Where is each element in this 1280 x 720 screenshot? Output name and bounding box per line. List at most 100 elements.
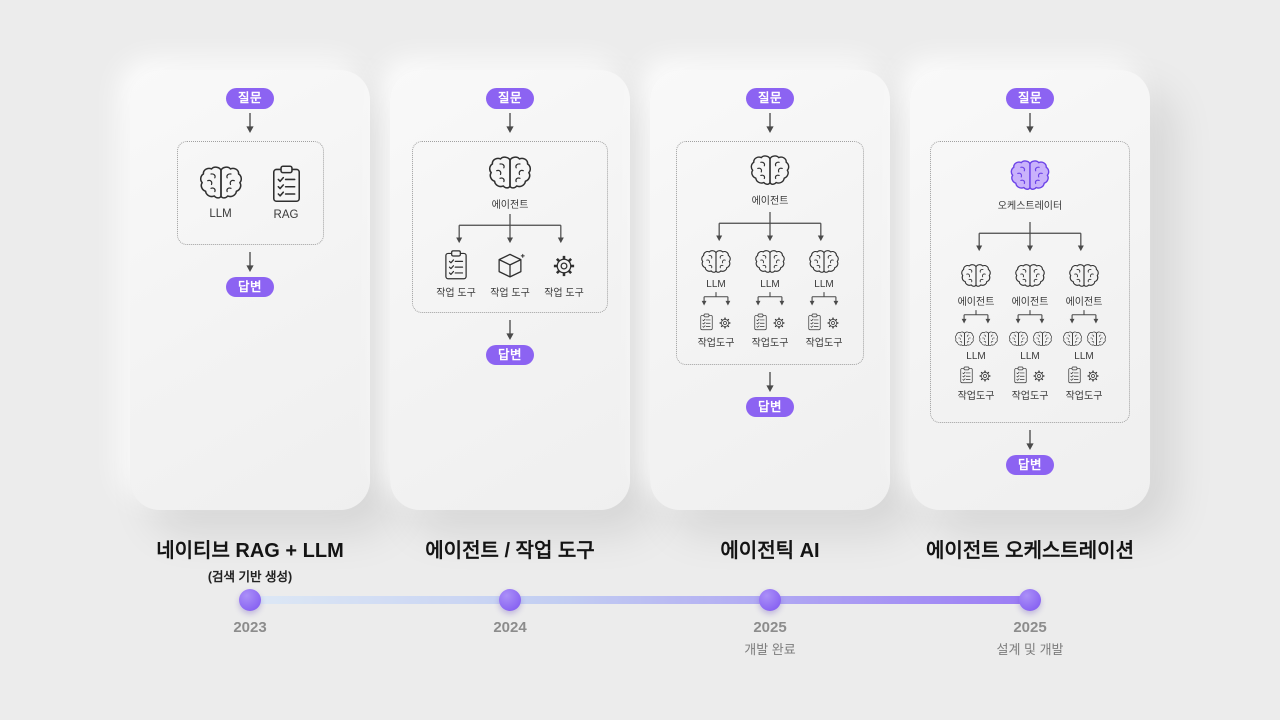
clipboard-icon <box>959 366 974 384</box>
llm-label: LLM <box>706 278 726 290</box>
clipboard-icon <box>443 249 469 281</box>
brain-icon <box>1014 263 1046 290</box>
card-title: 에이전트 오케스트레이션 <box>926 540 1134 562</box>
arrow-down-icon <box>765 372 775 393</box>
tool-label: 작업도구 <box>1011 391 1049 402</box>
branch-connector <box>950 222 1110 254</box>
timeline-dot-2025-complete <box>759 589 781 611</box>
card-agent-tools: 질문 에이전트 작업 도구 작업 도구 <box>390 70 630 510</box>
card-agent-orchestration: 질문 오케스트레이터 에이전트 <box>910 70 1150 510</box>
agent-branch: 에이전트 LLM 작업도구 <box>949 263 1003 402</box>
agent-box: 에이전트 작업 도구 작업 도구 작업 도구 <box>412 140 608 313</box>
brain-icon <box>1062 331 1083 348</box>
llm-branch: LLM 작업도구 <box>689 249 743 349</box>
tool-label: 작업도구 <box>751 337 789 349</box>
llm-node: LLM <box>198 165 244 220</box>
tool-label: 작업 도구 <box>544 287 584 299</box>
tool-pair <box>753 313 787 331</box>
branch-connector <box>1008 310 1052 325</box>
tool-node: 작업 도구 <box>483 249 537 299</box>
question-pill: 질문 <box>745 88 794 109</box>
llm-pair <box>1008 331 1053 348</box>
brain-icon <box>700 249 732 276</box>
brain-icon <box>1068 263 1100 290</box>
rag-label: RAG <box>273 209 299 221</box>
card-agentic-ai: 질문 에이전트 LLM <box>650 70 890 510</box>
timeline-note: 개발 완료 <box>744 642 796 657</box>
llm-label: LLM <box>1074 351 1094 362</box>
timeline-note <box>410 639 610 654</box>
agent-branch: 에이전트 LLM 작업도구 <box>1057 263 1111 402</box>
tool-label: 작업 도구 <box>490 287 530 299</box>
tool-label: 작업도구 <box>957 391 995 402</box>
rag-node: RAG <box>270 164 303 221</box>
orchestrator-brain-icon <box>1009 159 1051 194</box>
agent-label: 에이전트 <box>491 199 529 211</box>
clipboard-icon <box>270 164 303 204</box>
llm-label: LLM <box>814 278 834 290</box>
llm-label: LLM <box>966 351 986 362</box>
arrow-down-icon <box>765 113 775 134</box>
agent-node: 에이전트 <box>749 154 791 207</box>
timeline-label: 2025 설계 및 개발 <box>930 619 1130 658</box>
brain-icon <box>808 249 840 276</box>
card-title: 네이티브 RAG + LLM <box>156 540 344 562</box>
brain-icon <box>487 155 533 193</box>
llm-label: LLM <box>209 208 232 220</box>
answer-pill: 답변 <box>485 344 534 365</box>
card-subtitle <box>910 566 1150 580</box>
gear-icon <box>825 315 841 331</box>
timeline-note: 설계 및 개발 <box>996 642 1064 657</box>
tool-pair <box>959 366 993 384</box>
brain-icon <box>198 165 244 203</box>
branch-connector <box>690 212 850 244</box>
timeline-bar <box>250 596 1030 604</box>
agents-row: 에이전트 LLM 작업도구 <box>949 263 1111 402</box>
orchestrator-label: 오케스트레이터 <box>997 201 1063 212</box>
brain-icon <box>978 331 999 348</box>
card-native-rag-llm: 질문 LLM RAG 답변 <box>130 70 370 510</box>
rag-llm-box: LLM RAG <box>176 140 324 245</box>
agent-node: 에이전트 <box>487 155 533 211</box>
llm-branch: LLM 작업도구 <box>743 249 797 349</box>
branch-connector <box>430 214 590 246</box>
timeline-dot-2024 <box>499 589 521 611</box>
tool-label: 작업도구 <box>805 337 843 349</box>
brain-icon <box>954 331 975 348</box>
clipboard-icon <box>1013 366 1028 384</box>
llm-row: LLM 작업도구 LLM <box>689 249 851 349</box>
clipboard-icon <box>1067 366 1082 384</box>
timeline-year: 2025 <box>753 619 787 636</box>
brain-icon <box>1008 331 1029 348</box>
llm-pair <box>954 331 999 348</box>
tool-pair <box>807 313 841 331</box>
timeline-dot-2025-design <box>1019 589 1041 611</box>
gear-icon <box>717 315 733 331</box>
agent-label: 에이전트 <box>1011 297 1049 308</box>
timeline-year: 2025 <box>1013 619 1047 636</box>
brain-icon <box>1032 331 1053 348</box>
question-pill: 질문 <box>1005 88 1054 109</box>
llm-label: LLM <box>1020 351 1040 362</box>
arrow-down-icon <box>505 320 515 341</box>
agent-branch: 에이전트 LLM 작업도구 <box>1003 263 1057 402</box>
branch-connector <box>954 310 998 325</box>
agentic-box: 에이전트 LLM 작업도구 <box>676 140 864 365</box>
branch-connector <box>748 292 792 307</box>
answer-pill: 답변 <box>1005 454 1054 475</box>
orchestrator-node: 오케스트레이터 <box>998 159 1062 212</box>
card-subtitle <box>390 566 630 580</box>
tool-label: 작업 도구 <box>436 287 476 299</box>
timeline-year: 2024 <box>493 619 527 636</box>
arrow-down-icon <box>1025 430 1035 451</box>
card-subtitle <box>650 566 890 580</box>
clipboard-icon <box>807 313 822 331</box>
clipboard-icon <box>699 313 714 331</box>
brain-icon <box>960 263 992 290</box>
branch-connector <box>694 292 738 307</box>
timeline-year: 2023 <box>233 619 267 636</box>
timeline-note <box>150 639 350 654</box>
branch-connector <box>1062 310 1106 325</box>
timeline-label: 2025 개발 완료 <box>670 619 870 658</box>
timeline-label: 2023 <box>150 619 350 654</box>
